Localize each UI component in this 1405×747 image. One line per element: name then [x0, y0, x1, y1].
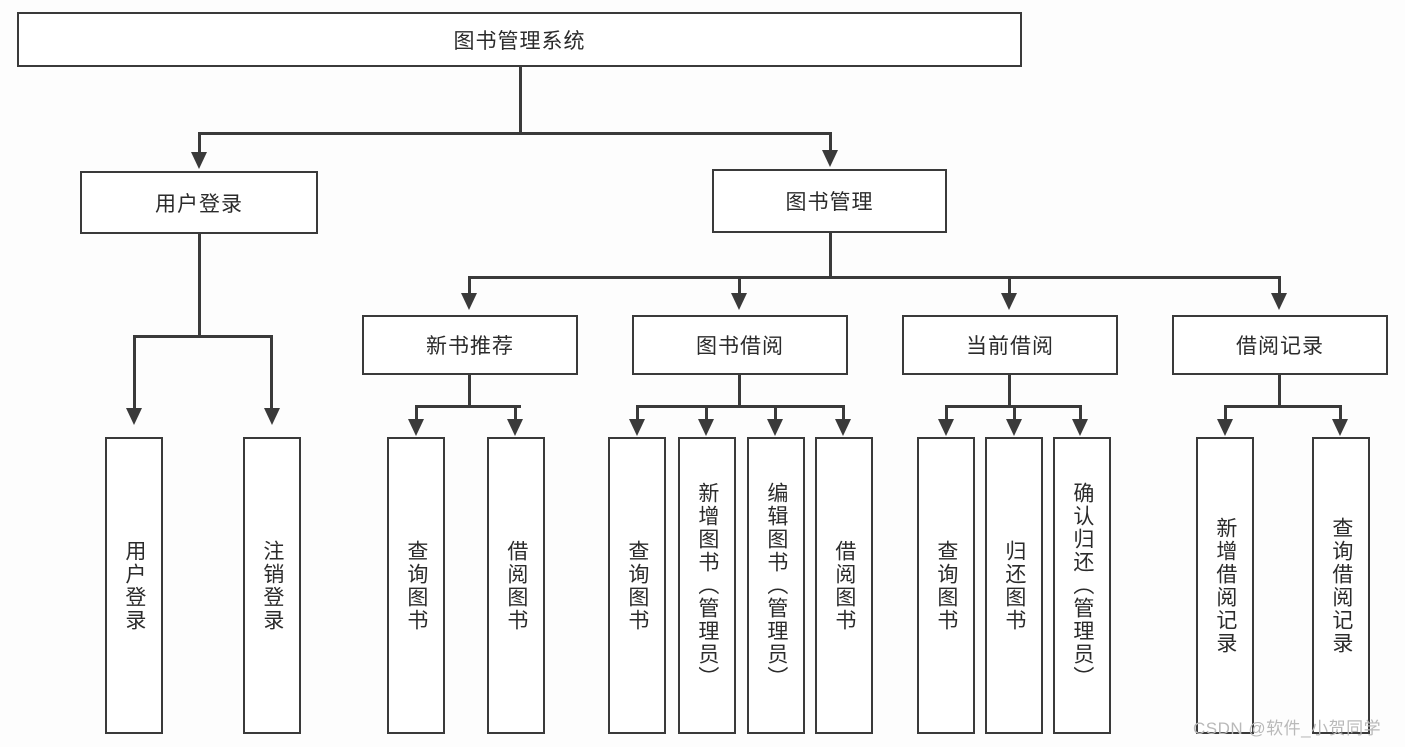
leaf-label: 借阅图书 — [504, 539, 528, 632]
connector-borrowrecord-drop-1 — [1224, 405, 1227, 421]
connector-bookborrow-drop-2 — [705, 405, 708, 421]
arrow-to-current-borrow — [1001, 293, 1017, 310]
arrow-to-leaf-query-book-b — [629, 419, 645, 436]
arrow-to-leaf-user-login — [126, 408, 142, 425]
leaf-label: 编辑图书（管理员） — [764, 482, 788, 689]
leaf-query-book-current[interactable]: 查询图书 — [917, 437, 975, 734]
arrow-to-leaf-logout — [264, 408, 280, 425]
node-borrow-records[interactable]: 借阅记录 — [1172, 315, 1388, 375]
arrow-to-leaf-query-record — [1332, 419, 1348, 436]
leaf-label: 注销登录 — [260, 539, 284, 632]
leaf-label: 查询图书 — [934, 539, 958, 632]
node-root-system[interactable]: 图书管理系统 — [17, 12, 1022, 67]
arrow-to-leaf-add-book — [698, 419, 714, 436]
leaf-label: 借阅图书 — [832, 539, 856, 632]
leaf-query-borrow-record[interactable]: 查询借阅记录 — [1312, 437, 1370, 734]
arrow-to-leaf-query-book-c — [938, 419, 954, 436]
leaf-label: 新增图书（管理员） — [695, 482, 719, 689]
leaf-return-book[interactable]: 归还图书 — [985, 437, 1043, 734]
leaf-confirm-return-admin[interactable]: 确认归还（管理员） — [1053, 437, 1111, 734]
connector-userlogin-drop-2 — [270, 335, 273, 410]
connector-bookmgmt-drop-2 — [738, 276, 741, 295]
connector-bookborrow-bar — [636, 405, 844, 408]
connector-newbook-drop-2 — [514, 405, 517, 421]
arrow-to-book-manage — [822, 150, 838, 167]
node-book-borrowing[interactable]: 图书借阅 — [632, 315, 848, 375]
connector-bookborrow-drop-1 — [636, 405, 639, 421]
connector-borrowrecord-stem — [1278, 375, 1281, 407]
node-label: 图书管理 — [785, 191, 874, 214]
connector-borrowrecord-bar — [1224, 405, 1341, 408]
arrow-to-leaf-edit-book — [767, 419, 783, 436]
connector-currentborrow-drop-2 — [1013, 405, 1016, 421]
connector-userlogin-drop-1 — [133, 335, 136, 410]
leaf-add-book-admin[interactable]: 新增图书（管理员） — [678, 437, 736, 734]
connector-bookborrow-drop-3 — [774, 405, 777, 421]
connector-borrowrecord-drop-2 — [1339, 405, 1342, 421]
connector-bookborrow-stem — [738, 375, 741, 407]
connector-bookmgmt-stem — [829, 233, 832, 279]
connector-userlogin-bar — [133, 335, 272, 338]
arrow-to-borrow-record — [1271, 293, 1287, 310]
node-current-borrowing[interactable]: 当前借阅 — [902, 315, 1118, 375]
node-book-management[interactable]: 图书管理 — [712, 169, 947, 233]
arrow-to-leaf-query-book-a — [408, 419, 424, 436]
leaf-label: 查询图书 — [404, 539, 428, 632]
connector-newbook-drop-1 — [415, 405, 418, 421]
leaf-user-login[interactable]: 用户登录 — [105, 437, 163, 734]
arrow-to-leaf-confirm-return — [1072, 419, 1088, 436]
leaf-borrow-book-newbook[interactable]: 借阅图书 — [487, 437, 545, 734]
arrow-to-user-login — [191, 152, 207, 169]
connector-root-bar — [198, 132, 831, 135]
node-label: 新书推荐 — [426, 335, 514, 358]
leaf-add-borrow-record[interactable]: 新增借阅记录 — [1196, 437, 1254, 734]
arrow-to-leaf-borrow-book-a — [507, 419, 523, 436]
node-new-book-recommend[interactable]: 新书推荐 — [362, 315, 578, 375]
leaf-label: 查询借阅记录 — [1329, 516, 1353, 655]
connector-bookmgmt-drop-1 — [468, 276, 471, 295]
node-user-login[interactable]: 用户登录 — [80, 171, 318, 234]
leaf-edit-book-admin[interactable]: 编辑图书（管理员） — [747, 437, 805, 734]
connector-root-drop-left — [198, 132, 201, 154]
leaf-label: 用户登录 — [122, 539, 146, 632]
leaf-label: 查询图书 — [625, 539, 649, 632]
leaf-query-book-borrowing[interactable]: 查询图书 — [608, 437, 666, 734]
arrow-to-leaf-return-book — [1006, 419, 1022, 436]
connector-root-drop-right — [829, 132, 832, 154]
node-label: 当前借阅 — [966, 335, 1054, 358]
connector-bookborrow-drop-4 — [842, 405, 845, 421]
node-label: 用户登录 — [155, 192, 243, 216]
connector-newbook-stem — [468, 375, 471, 407]
connector-currentborrow-drop-3 — [1079, 405, 1082, 421]
leaf-label: 新增借阅记录 — [1213, 516, 1237, 655]
node-label: 图书管理系统 — [453, 29, 586, 53]
connector-bookmgmt-drop-4 — [1278, 276, 1281, 295]
connector-currentborrow-drop-1 — [945, 405, 948, 421]
connector-bookmgmt-drop-3 — [1008, 276, 1011, 295]
leaf-label: 确认归还（管理员） — [1070, 482, 1094, 689]
leaf-borrow-book-borrowing[interactable]: 借阅图书 — [815, 437, 873, 734]
connector-bookmgmt-bar — [468, 276, 1280, 279]
arrow-to-book-borrow — [731, 293, 747, 310]
leaf-label: 归还图书 — [1002, 539, 1026, 632]
node-label: 图书借阅 — [696, 335, 784, 358]
arrow-to-leaf-borrow-book-b — [835, 419, 851, 436]
leaf-query-book-newbook[interactable]: 查询图书 — [387, 437, 445, 734]
connector-root-stem — [519, 67, 522, 132]
connector-newbook-bar — [415, 405, 521, 408]
csdn-watermark: CSDN @软件_小贺同学 — [1193, 719, 1382, 738]
node-label: 借阅记录 — [1236, 335, 1324, 358]
arrow-to-new-book-rec — [461, 293, 477, 310]
connector-currentborrow-stem — [1008, 375, 1011, 407]
leaf-logout[interactable]: 注销登录 — [243, 437, 301, 734]
arrow-to-leaf-add-record — [1217, 419, 1233, 436]
connector-userlogin-stem — [198, 234, 201, 337]
